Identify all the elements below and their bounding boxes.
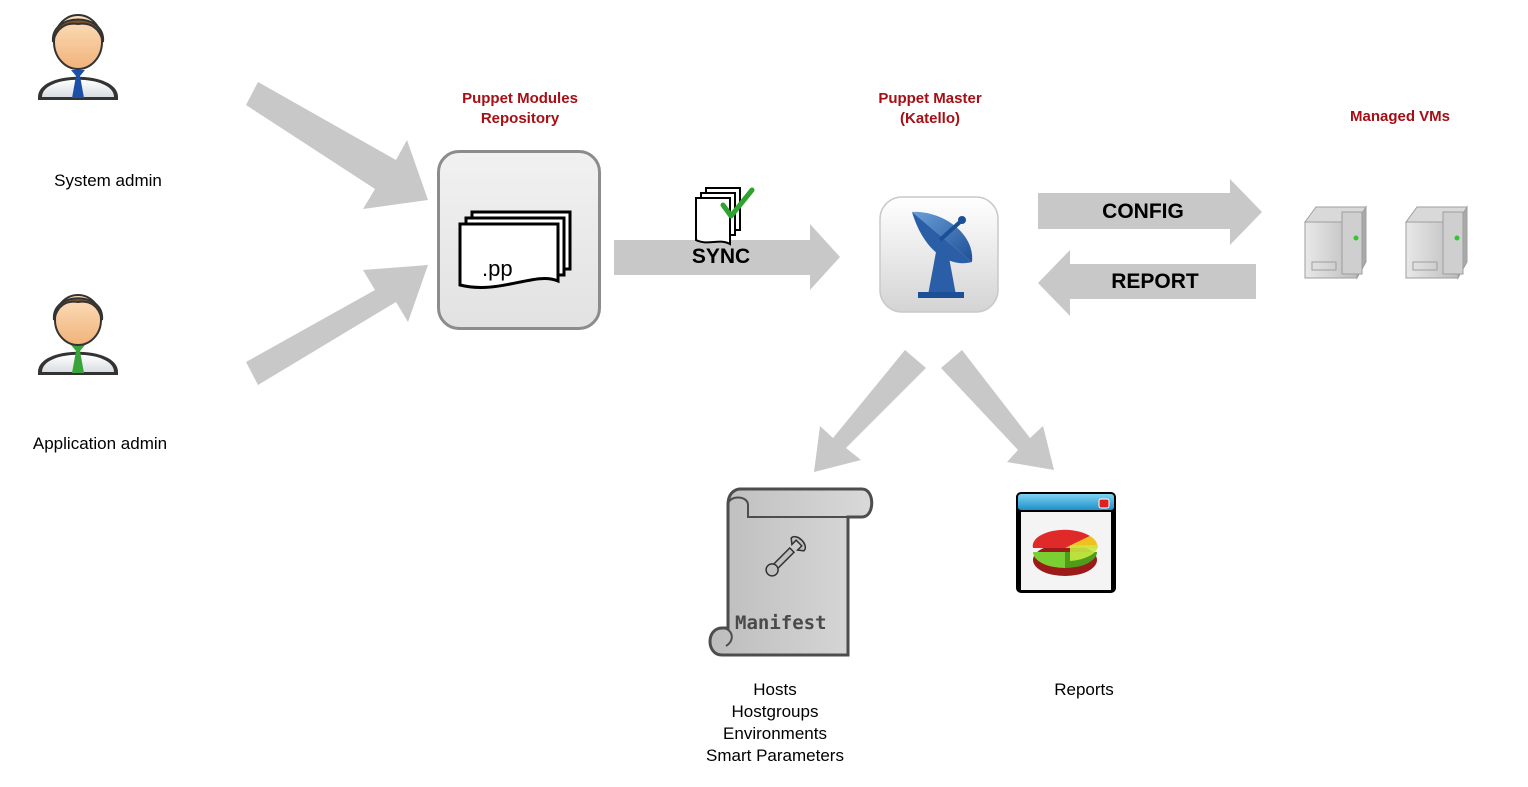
application-admin-avatar-icon (38, 294, 118, 375)
puppet-master-satellite-icon (879, 196, 999, 313)
manifest-item-environments: Environments (723, 724, 827, 743)
system-admin-label: System admin (54, 171, 162, 190)
application-admin-label: Application admin (32, 434, 168, 453)
sync-documents-check-icon (695, 187, 755, 246)
repository-box: .pp (437, 150, 601, 330)
arrow-report (1038, 250, 1256, 316)
managed-vms-title: Managed VMs (1349, 108, 1451, 125)
repository-title-line1: Puppet Modules (462, 90, 578, 107)
server-icon-1 (1304, 205, 1367, 280)
arrow-config (1038, 179, 1262, 245)
config-label: CONFIG (1102, 200, 1184, 223)
repository-title-line2: Repository (480, 110, 560, 127)
arrow-sync (614, 224, 840, 290)
repository-title: Puppet Modules Repository (410, 89, 630, 129)
reports-window-icon (1016, 492, 1116, 593)
server-icon-2 (1405, 205, 1468, 280)
manifest-items-list: Hosts Hostgroups Environments Smart Para… (675, 679, 875, 767)
manifest-item-hostgroups: Hostgroups (731, 702, 819, 721)
reports-label: Reports (1054, 680, 1114, 699)
manifest-scroll-icon (708, 487, 874, 657)
manifest-item-smart-parameters: Smart Parameters (706, 746, 844, 765)
report-label: REPORT (1111, 270, 1199, 293)
pp-file-label: .pp (482, 256, 513, 281)
arrow-system-admin-to-repo (246, 82, 428, 209)
pie-chart-icon (1032, 529, 1099, 576)
arrow-master-to-manifest (814, 350, 926, 472)
puppet-master-title-line1: Puppet Master (878, 90, 982, 107)
manifest-label: Manifest (735, 612, 827, 634)
puppet-master-title: Puppet Master (Katello) (830, 89, 1030, 129)
arrow-master-to-reports (941, 350, 1054, 470)
arrow-app-admin-to-repo (246, 265, 428, 385)
manifest-item-hosts: Hosts (753, 680, 797, 699)
system-admin-avatar-icon (38, 14, 118, 100)
pp-files-icon (458, 210, 572, 289)
sync-label: SYNC (691, 245, 751, 268)
wrench-icon (765, 536, 806, 577)
puppet-master-title-line2: (Katello) (900, 110, 960, 127)
